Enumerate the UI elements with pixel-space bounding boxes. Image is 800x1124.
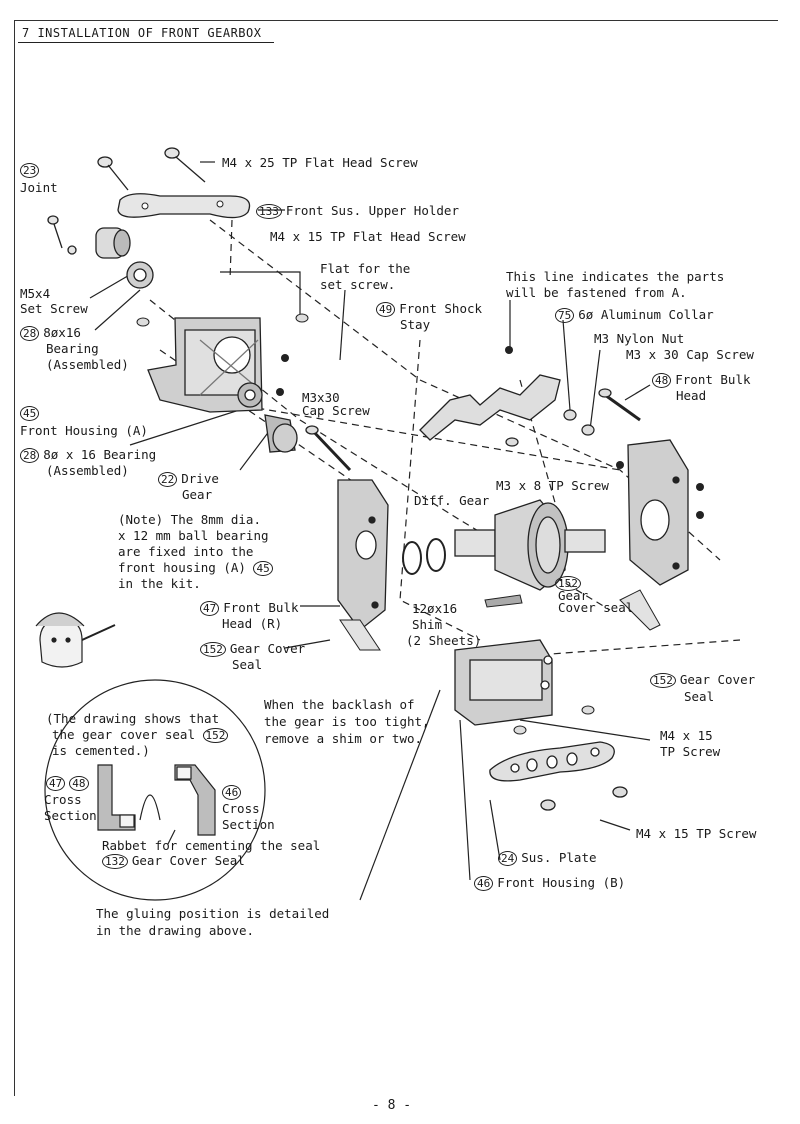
label-shim-1: 12øx16 (412, 601, 458, 616)
gluing-note-1: The gluing position is detailed (96, 906, 330, 921)
part-number-46-a: 46 (222, 784, 245, 800)
mascot-figure (35, 612, 116, 668)
joint-part (95, 227, 154, 289)
label-m3-nylon-nut: M3 Nylon Nut (594, 331, 685, 346)
shim-1 (402, 541, 422, 575)
label-cross-section-b: Cross (222, 801, 260, 816)
screw-group-top (47, 147, 206, 255)
label-stay: Stay (400, 317, 431, 332)
label-m4x15-screw-b: M4 x 15 TP Screw (636, 826, 757, 841)
front-bulkhead-r-part (337, 479, 389, 631)
label-m5x4: M5x4 (20, 286, 51, 301)
diff-gear-part (454, 499, 606, 591)
label-gear-cover-seal-a-2: Cover seal (558, 600, 634, 615)
note-line-1: (Note) The 8mm dia. (118, 512, 261, 527)
label-m3x8-screw: M3 x 8 TP Screw (496, 478, 609, 493)
label-m3x30: M3x30 (302, 390, 340, 405)
label-m4x25-screw: M4 x 25 TP Flat Head Screw (222, 155, 418, 170)
note-line-4: front housing (A) 45 (118, 560, 277, 576)
front-bulkhead-part (627, 439, 689, 586)
label-m4x15-screw-a: M4 x 15 (660, 728, 713, 743)
part-number-23: 23 (20, 162, 43, 178)
note-line-5: in the kit. (118, 576, 201, 591)
label-gear-cover-seal-c-2: Seal (684, 689, 715, 704)
cross-section-detail (44, 679, 266, 901)
sus-plate-part (489, 741, 628, 811)
label-front-bulk-head-r-2: Head (R) (222, 616, 283, 631)
label-gear-cover-seal-b-2: Seal (232, 657, 263, 672)
label-cross-section-a-2: Section (44, 808, 97, 823)
backlash-note-3: remove a shim or two. (264, 731, 423, 746)
page-frame (14, 20, 778, 1096)
drive-gear-part (264, 414, 352, 472)
note-line-3: are fixed into the (118, 544, 254, 559)
label-m4x15-screw-a-2: TP Screw (660, 744, 721, 759)
label-this-line-1: This line indicates the parts (506, 269, 725, 284)
label-joint: Joint (20, 180, 58, 195)
note-line-2: x 12 mm ball bearing (118, 528, 269, 543)
label-bearing-a-3: (Assembled) (46, 357, 129, 372)
label-rabbet: Rabbet for cementing the seal (102, 838, 321, 853)
label-front-bulk-head-2: Head (676, 388, 707, 403)
upper-holder-part (117, 193, 251, 219)
part-number-152-a: 152 (555, 575, 585, 591)
gluing-note-2: in the drawing above. (96, 923, 255, 938)
shim-2 (426, 538, 446, 572)
label-flat-for: Flat for the (320, 261, 411, 276)
label-m3x30-cap: Cap Screw (302, 403, 370, 418)
label-this-line-2: will be fastened from A. (506, 285, 687, 300)
title-underline (18, 42, 274, 43)
label-cross-section-b-2: Section (222, 817, 275, 832)
label-shim-3: (2 Sheets) (406, 633, 482, 648)
part-number-45: 45 (20, 405, 43, 421)
label-set-screw: Set Screw (20, 301, 88, 316)
label-drive-gear-2: Gear (182, 487, 213, 502)
drawing-note-3: is cemented.) (52, 743, 150, 758)
label-bearing-b-2: (Assembled) (46, 463, 129, 478)
drawing-note-1: (The drawing shows that (46, 711, 220, 726)
front-shock-stay-part (419, 374, 561, 441)
front-housing-b-part (454, 639, 553, 726)
backlash-note-1: When the backlash of (264, 697, 415, 712)
drawing-note-2: the gear cover seal 152 (52, 727, 232, 743)
label-cross-section-a: Cross (44, 792, 82, 807)
label-m3x30-cap-screw: M3 x 30 Cap Screw (626, 347, 754, 362)
label-front-housing-a: Front Housing (A) (20, 423, 148, 438)
page-number: - 8 - (372, 1098, 412, 1113)
label-m4x15-flat: M4 x 15 TP Flat Head Screw (270, 229, 466, 244)
label-gear-cover-seal-a: Gear (558, 588, 589, 603)
front-housing-a-part (147, 317, 263, 413)
label-set-screw-note: set screw. (320, 277, 396, 292)
backlash-note-2: the gear is too tight, (264, 714, 430, 729)
label-diff-gear: Diff. Gear (414, 493, 490, 508)
page-title: 7 INSTALLATION OF FRONT GEARBOX (22, 26, 262, 40)
label-bearing-a-2: Bearing (46, 341, 99, 356)
label-shim-2: Shim (412, 617, 443, 632)
